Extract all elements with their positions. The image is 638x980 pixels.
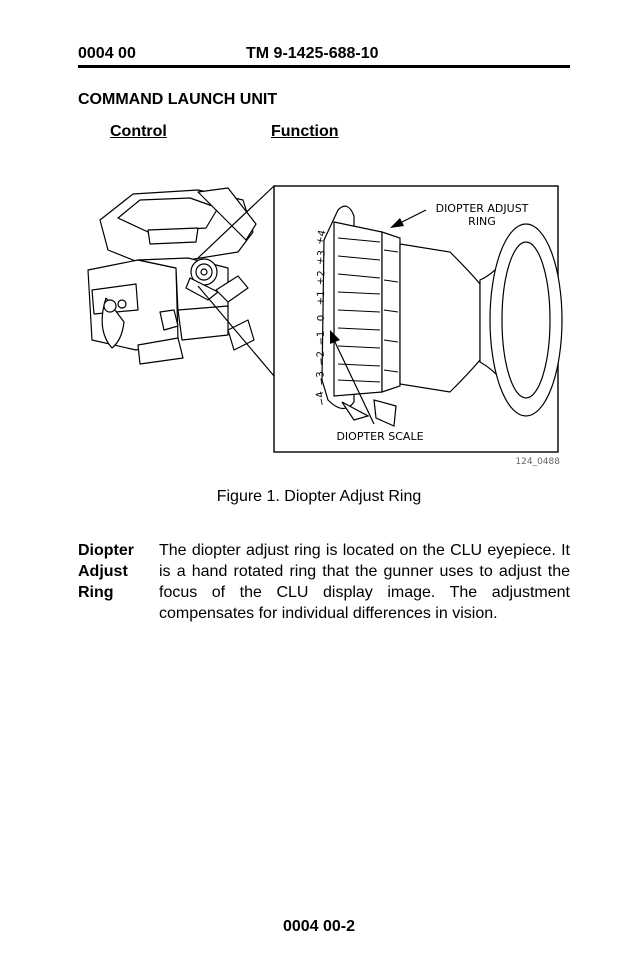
figure-id: 124_0488 [515,457,560,467]
scale-mark: +3 [315,250,328,266]
callout-diopter-adjust-ring-line2: RING [468,215,496,228]
scale-mark: −1 [316,331,328,346]
scale-mark: +1 [316,290,328,305]
scale-mark: −3 [315,370,328,386]
callout-diopter-scale: DIOPTER SCALE [336,430,423,443]
header-tm-number: TM 9-1425-688-10 [246,45,379,62]
callout-diopter-adjust-ring-line1: DIOPTER ADJUST [436,202,529,215]
column-header-control: Control [110,123,167,140]
arrowhead-ring [390,218,404,228]
figure-diopter-adjust-ring: +4 +3 +2 +1 0 −1 −2 −3 −4 DIOPTER ADJUST… [78,180,570,470]
scale-mark: −4 [315,390,329,407]
entry-label-line: Adjust [78,563,128,580]
column-header-function: Function [271,123,339,140]
entry-label: Diopter Adjust Ring [78,540,134,603]
leader-line-top [197,185,275,259]
scale-mark: −2 [316,350,328,365]
figure-caption: Figure 1. Diopter Adjust Ring [216,488,422,505]
eyepiece-drawing [321,205,563,427]
ring-knurling [337,237,399,383]
diopter-scale-marks: +4 +3 +2 +1 0 −1 −2 −3 −4 [315,229,329,407]
header-rule [78,65,570,68]
header-doc-number: 0004 00 [78,45,136,62]
entry-description: The diopter adjust ring is located on th… [159,542,570,622]
entry-label-line: Diopter [78,542,134,559]
figure-illustration: +4 +3 +2 +1 0 −1 −2 −3 −4 DIOPTER ADJUST… [87,185,563,467]
clu-unit-drawing [87,187,257,365]
leader-line-bottom [197,285,275,377]
scale-mark: +4 [315,229,329,246]
entry-label-line: Ring [78,584,114,601]
callout-arrow-scale [333,339,375,425]
arrowhead-scale [330,330,340,344]
scale-mark: 0 [316,315,327,321]
section-title: COMMAND LAUNCH UNIT [78,91,278,108]
page-number: 0004 00-2 [282,918,356,935]
scale-mark: +2 [316,270,328,285]
